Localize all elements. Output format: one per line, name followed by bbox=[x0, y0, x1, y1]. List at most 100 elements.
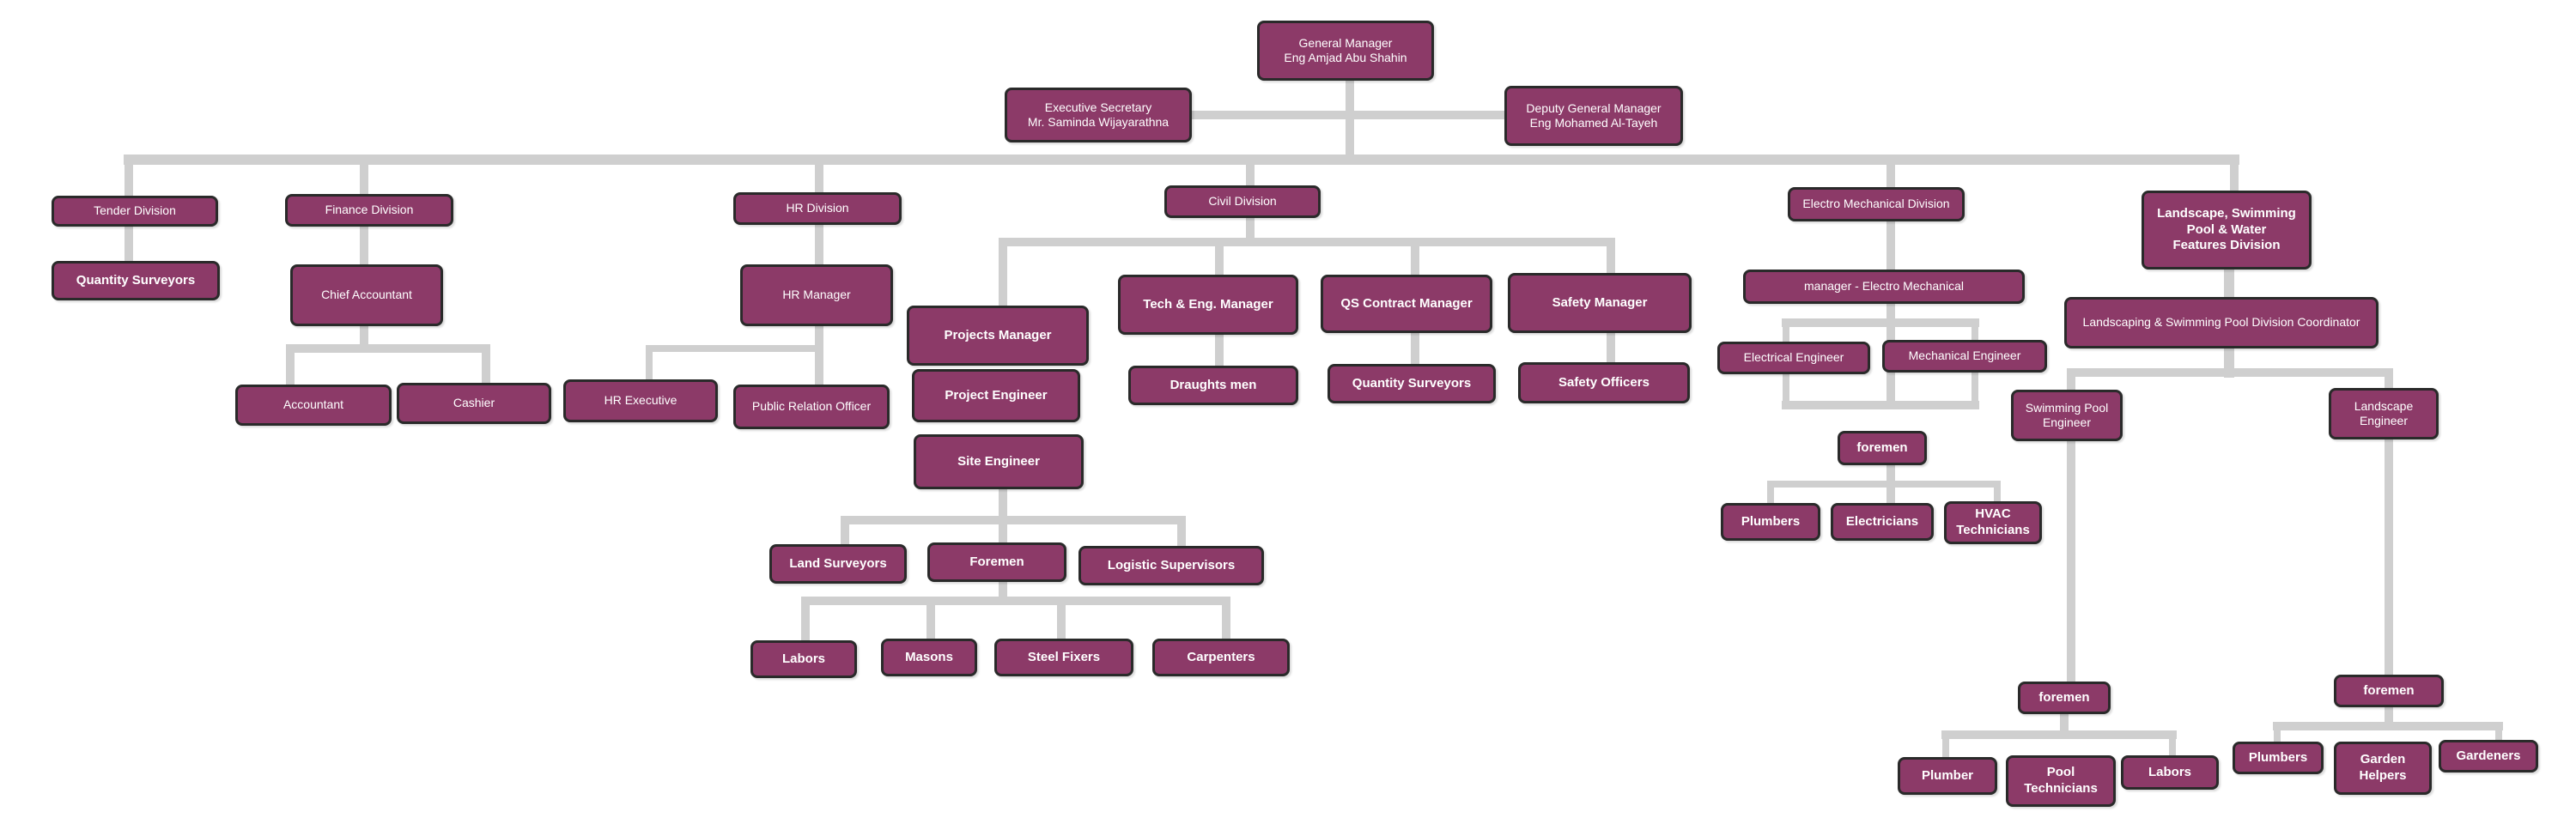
tender-division-box: Tender Division bbox=[52, 196, 218, 227]
pool-foremen-box: foremen bbox=[2018, 682, 2111, 714]
accountant-box: Accountant bbox=[235, 385, 392, 426]
electro-mechanical-division-box: Electro Mechanical Division bbox=[1788, 187, 1965, 221]
site-engineer-label: Site Engineer bbox=[957, 453, 1040, 469]
project-engineer-label: Project Engineer bbox=[945, 387, 1048, 403]
electrical-engineer-box: Electrical Engineer bbox=[1717, 342, 1870, 374]
tender-quantity-surveyors-label: Quantity Surveyors bbox=[76, 272, 196, 288]
garden-helpers-line2: Helpers bbox=[2359, 768, 2407, 783]
public-relation-officer-label: Public Relation Officer bbox=[751, 399, 872, 414]
draughts-men-box: Draughts men bbox=[1128, 366, 1298, 405]
pool-foremen-label: foremen bbox=[2038, 689, 2090, 705]
cashier-label: Cashier bbox=[453, 396, 495, 410]
projects-manager-label: Projects Manager bbox=[944, 327, 1052, 342]
civil-division-box: Civil Division bbox=[1164, 185, 1321, 218]
landscape-engineer-line1: Landscape bbox=[2354, 398, 2414, 413]
civil-foremen-box: Foremen bbox=[927, 542, 1066, 582]
hr-executive-label: HR Executive bbox=[604, 393, 677, 408]
gardeners-label: Gardeners bbox=[2456, 748, 2521, 763]
landscape-division-box: Landscape, Swimming Pool & Water Feature… bbox=[2142, 191, 2312, 270]
logistic-supervisors-label: Logistic Supervisors bbox=[1107, 557, 1236, 573]
swimming-pool-engineer-box: Swimming Pool Engineer bbox=[2011, 390, 2123, 441]
labors-label: Labors bbox=[781, 651, 825, 666]
draughts-men-label: Draughts men bbox=[1170, 377, 1257, 392]
landscape-division-line2: Pool & Water bbox=[2186, 221, 2267, 237]
executive-secretary-name: Mr. Saminda Wijayarathna bbox=[1027, 115, 1170, 129]
hvac-technicians-box: HVAC Technicians bbox=[1944, 501, 2042, 544]
masons-label: Masons bbox=[905, 649, 953, 664]
pool-technicians-line2: Technicians bbox=[2024, 781, 2098, 796]
steel-fixers-label: Steel Fixers bbox=[1027, 649, 1101, 664]
general-manager-name: Eng Amjad Abu Shahin bbox=[1284, 51, 1407, 64]
masons-box: Masons bbox=[881, 639, 977, 676]
deputy-general-manager-title: Deputy General Manager bbox=[1526, 100, 1662, 115]
finance-division-label: Finance Division bbox=[325, 203, 414, 217]
safety-manager-label: Safety Manager bbox=[1552, 294, 1648, 310]
deputy-general-manager-box: Deputy General Manager Eng Mohamed Al-Ta… bbox=[1504, 86, 1683, 146]
mechanical-engineer-box: Mechanical Engineer bbox=[1882, 340, 2047, 373]
em-foremen-box: foremen bbox=[1838, 431, 1927, 465]
plumber-box: Plumber bbox=[1898, 757, 1997, 795]
labors-box: Labors bbox=[750, 640, 857, 678]
hr-manager-label: HR Manager bbox=[782, 288, 851, 302]
landscape-division-line1: Landscape, Swimming bbox=[2157, 205, 2296, 221]
carpenters-box: Carpenters bbox=[1152, 639, 1290, 676]
landscape-engineer-line2: Engineer bbox=[2359, 414, 2409, 427]
mechanical-engineer-label: Mechanical Engineer bbox=[1908, 348, 2021, 363]
pool-labors-box: Labors bbox=[2121, 755, 2219, 790]
ls-foremen-box: foremen bbox=[2334, 675, 2444, 707]
ls-foremen-label: foremen bbox=[2363, 682, 2415, 698]
site-engineer-box: Site Engineer bbox=[914, 434, 1084, 489]
tender-quantity-surveyors-box: Quantity Surveyors bbox=[52, 261, 220, 300]
safety-manager-box: Safety Manager bbox=[1508, 273, 1692, 333]
tech-eng-manager-label: Tech & Eng. Manager bbox=[1143, 296, 1273, 312]
hvac-label-line1: HVAC bbox=[1975, 506, 2011, 522]
general-manager-title: General Manager bbox=[1298, 35, 1393, 50]
plumber-label: Plumber bbox=[1921, 767, 1973, 783]
accountant-label: Accountant bbox=[283, 397, 344, 412]
hr-manager-box: HR Manager bbox=[740, 264, 893, 326]
hvac-label-line2: Technicians bbox=[1956, 523, 2030, 537]
qs-contract-manager-label: QS Contract Manager bbox=[1340, 295, 1473, 311]
em-manager-box: manager - Electro Mechanical bbox=[1743, 270, 2025, 304]
civil-foremen-label: Foremen bbox=[969, 554, 1024, 569]
general-manager-box: General Manager Eng Amjad Abu Shahin bbox=[1257, 21, 1434, 81]
safety-officers-box: Safety Officers bbox=[1518, 362, 1690, 403]
chief-accountant-label: Chief Accountant bbox=[321, 288, 412, 302]
em-manager-label: manager - Electro Mechanical bbox=[1804, 279, 1964, 294]
em-plumbers-box: Plumbers bbox=[1721, 503, 1820, 541]
executive-secretary-box: Executive Secretary Mr. Saminda Wijayara… bbox=[1005, 88, 1192, 142]
cashier-box: Cashier bbox=[397, 383, 551, 424]
electro-mechanical-division-label: Electro Mechanical Division bbox=[1802, 197, 1950, 211]
deputy-general-manager-name: Eng Mohamed Al-Tayeh bbox=[1529, 116, 1658, 130]
gardeners-box: Gardeners bbox=[2439, 740, 2538, 772]
ls-plumbers-label: Plumbers bbox=[2248, 749, 2308, 765]
qs-contract-manager-box: QS Contract Manager bbox=[1321, 275, 1492, 333]
safety-officers-label: Safety Officers bbox=[1558, 374, 1649, 390]
pool-labors-label: Labors bbox=[2148, 764, 2191, 779]
land-surveyors-box: Land Surveyors bbox=[769, 544, 907, 584]
projects-manager-box: Projects Manager bbox=[907, 306, 1089, 366]
public-relation-officer-box: Public Relation Officer bbox=[733, 385, 890, 429]
em-foremen-label: foremen bbox=[1856, 439, 1908, 455]
pool-engineer-line2: Engineer bbox=[2042, 415, 2092, 429]
landscape-engineer-box: Landscape Engineer bbox=[2329, 388, 2439, 439]
hr-executive-box: HR Executive bbox=[563, 379, 718, 422]
garden-helpers-line1: Garden bbox=[2360, 752, 2406, 767]
electrical-engineer-label: Electrical Engineer bbox=[1743, 350, 1844, 365]
carpenters-label: Carpenters bbox=[1187, 649, 1255, 664]
electricians-label: Electricians bbox=[1845, 513, 1919, 529]
hr-division-box: HR Division bbox=[733, 192, 902, 225]
ls-coordinator-label: Landscaping & Swimming Pool Division Coo… bbox=[2082, 315, 2360, 330]
logistic-supervisors-box: Logistic Supervisors bbox=[1078, 546, 1264, 585]
ls-coordinator-box: Landscaping & Swimming Pool Division Coo… bbox=[2064, 297, 2379, 348]
landscape-division-line3: Features Division bbox=[2172, 238, 2281, 253]
finance-division-box: Finance Division bbox=[285, 194, 453, 227]
project-engineer-box: Project Engineer bbox=[912, 369, 1080, 422]
hr-division-label: HR Division bbox=[786, 201, 849, 215]
chief-accountant-box: Chief Accountant bbox=[290, 264, 443, 326]
ls-plumbers-box: Plumbers bbox=[2233, 742, 2324, 774]
civil-division-label: Civil Division bbox=[1208, 194, 1277, 209]
land-surveyors-label: Land Surveyors bbox=[789, 555, 887, 571]
electricians-box: Electricians bbox=[1831, 503, 1934, 541]
